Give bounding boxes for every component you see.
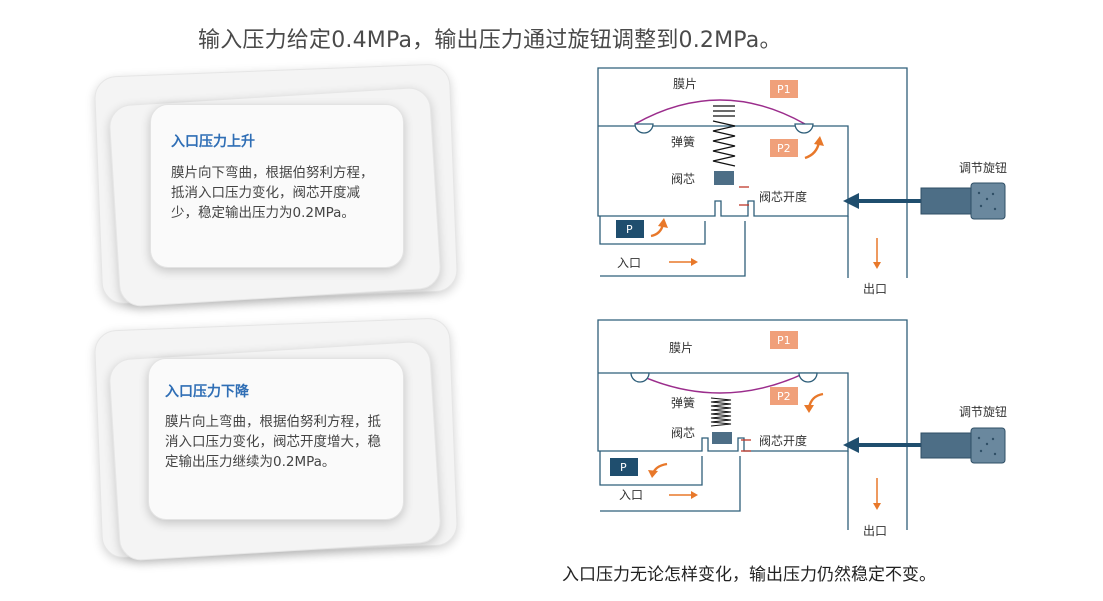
spring-label: 弹簧 xyxy=(671,395,695,410)
valve-opening-label: 阀芯开度 xyxy=(759,189,807,204)
bottom-caption: 入口压力无论怎样变化，输出压力仍然稳定不变。 xyxy=(562,565,936,585)
diaphragm-line xyxy=(634,99,806,125)
card-inlet-rise: 入口压力上升 膜片向下弯曲，根据伯努利方程，抵消入口压力变化，阀芯开度减少，稳定… xyxy=(92,63,472,308)
p1-box xyxy=(770,331,798,349)
card-heading: 入口压力下降 xyxy=(165,384,249,400)
diaphragm-label: 膜片 xyxy=(673,77,697,91)
inlet-label: 入口 xyxy=(617,256,641,270)
outlet-arrow-head xyxy=(873,262,881,269)
outlet-label: 出口 xyxy=(863,524,887,538)
diaphragm-mounts xyxy=(630,372,818,383)
adjust-arrow-head xyxy=(843,437,859,453)
diaphragm-label: 膜片 xyxy=(669,341,693,355)
diaphragm-line xyxy=(634,372,806,394)
p2-up-arrow-head xyxy=(814,136,824,146)
p2-box xyxy=(770,387,798,405)
knob-label: 调节旋钮 xyxy=(959,404,1007,419)
adjust-knob-icon xyxy=(920,182,1006,220)
card-body: 膜片向下弯曲，根据伯努利方程，抵消入口压力变化，阀芯开度减少，稳定输出压力为0.… xyxy=(171,165,374,221)
p-label: P xyxy=(620,461,627,474)
housing-lines xyxy=(597,319,908,530)
card-front: 入口压力下降 膜片向上弯曲，根据伯努利方程，抵消入口压力变化，阀芯开度增大，稳定… xyxy=(148,358,404,520)
p2-down-arrow-head xyxy=(804,405,814,413)
p1-label: P1 xyxy=(777,83,791,96)
p-down-arrow-head xyxy=(648,470,658,478)
p2-box xyxy=(770,139,798,157)
p-box xyxy=(616,220,644,238)
housing-lines xyxy=(597,67,908,278)
p-label: P xyxy=(626,223,633,236)
card-body: 膜片向上弯曲，根据伯努利方程，抵消入口压力变化，阀芯开度增大，稳定输出压力继续为… xyxy=(165,414,381,470)
page-title: 输入压力给定0.4MPa，输出压力通过旋钮调整到0.2MPa。 xyxy=(198,28,782,53)
inlet-arrow-head xyxy=(691,491,698,499)
outlet-label: 出口 xyxy=(863,282,887,296)
p2-label: P2 xyxy=(777,142,791,155)
diaphragm-mounts xyxy=(634,123,814,134)
regulator-diagram-fall: 膜片 P1 P2 弹簧 阀芯 阀芯开度 P 入口 出口 调节旋钮 xyxy=(597,319,1007,538)
spring xyxy=(710,397,732,427)
p1-label: P1 xyxy=(777,334,791,347)
p-up-arrow-head xyxy=(658,218,668,228)
valve-core-label: 阀芯 xyxy=(671,172,695,186)
card-inlet-fall: 入口压力下降 膜片向上弯曲，根据伯努利方程，抵消入口压力变化，阀芯开度增大，稳定… xyxy=(92,317,472,562)
valve-core-block xyxy=(714,171,734,185)
inlet-label: 入口 xyxy=(619,488,643,502)
regulator-diagram-rise: 膜片 P1 P2 弹簧 阀芯 阀芯开度 P 入口 出口 调节旋钮 xyxy=(597,67,1007,296)
card-front: 入口压力上升 膜片向下弯曲，根据伯努利方程，抵消入口压力变化，阀芯开度减少，稳定… xyxy=(150,104,404,268)
inlet-arrow-head xyxy=(691,258,698,266)
adjust-arrow-head xyxy=(843,193,859,209)
p-box xyxy=(610,458,638,476)
knob-label: 调节旋钮 xyxy=(959,160,1007,175)
valve-core-label: 阀芯 xyxy=(671,426,695,440)
adjust-knob-icon xyxy=(920,427,1006,464)
spring-label: 弹簧 xyxy=(671,134,695,149)
valve-core-block xyxy=(712,432,732,444)
valve-opening-label: 阀芯开度 xyxy=(759,433,807,448)
spring xyxy=(712,105,736,167)
outlet-arrow-head xyxy=(873,503,881,510)
card-heading: 入口压力上升 xyxy=(171,134,255,150)
p1-box xyxy=(770,80,798,98)
p2-label: P2 xyxy=(777,390,791,403)
